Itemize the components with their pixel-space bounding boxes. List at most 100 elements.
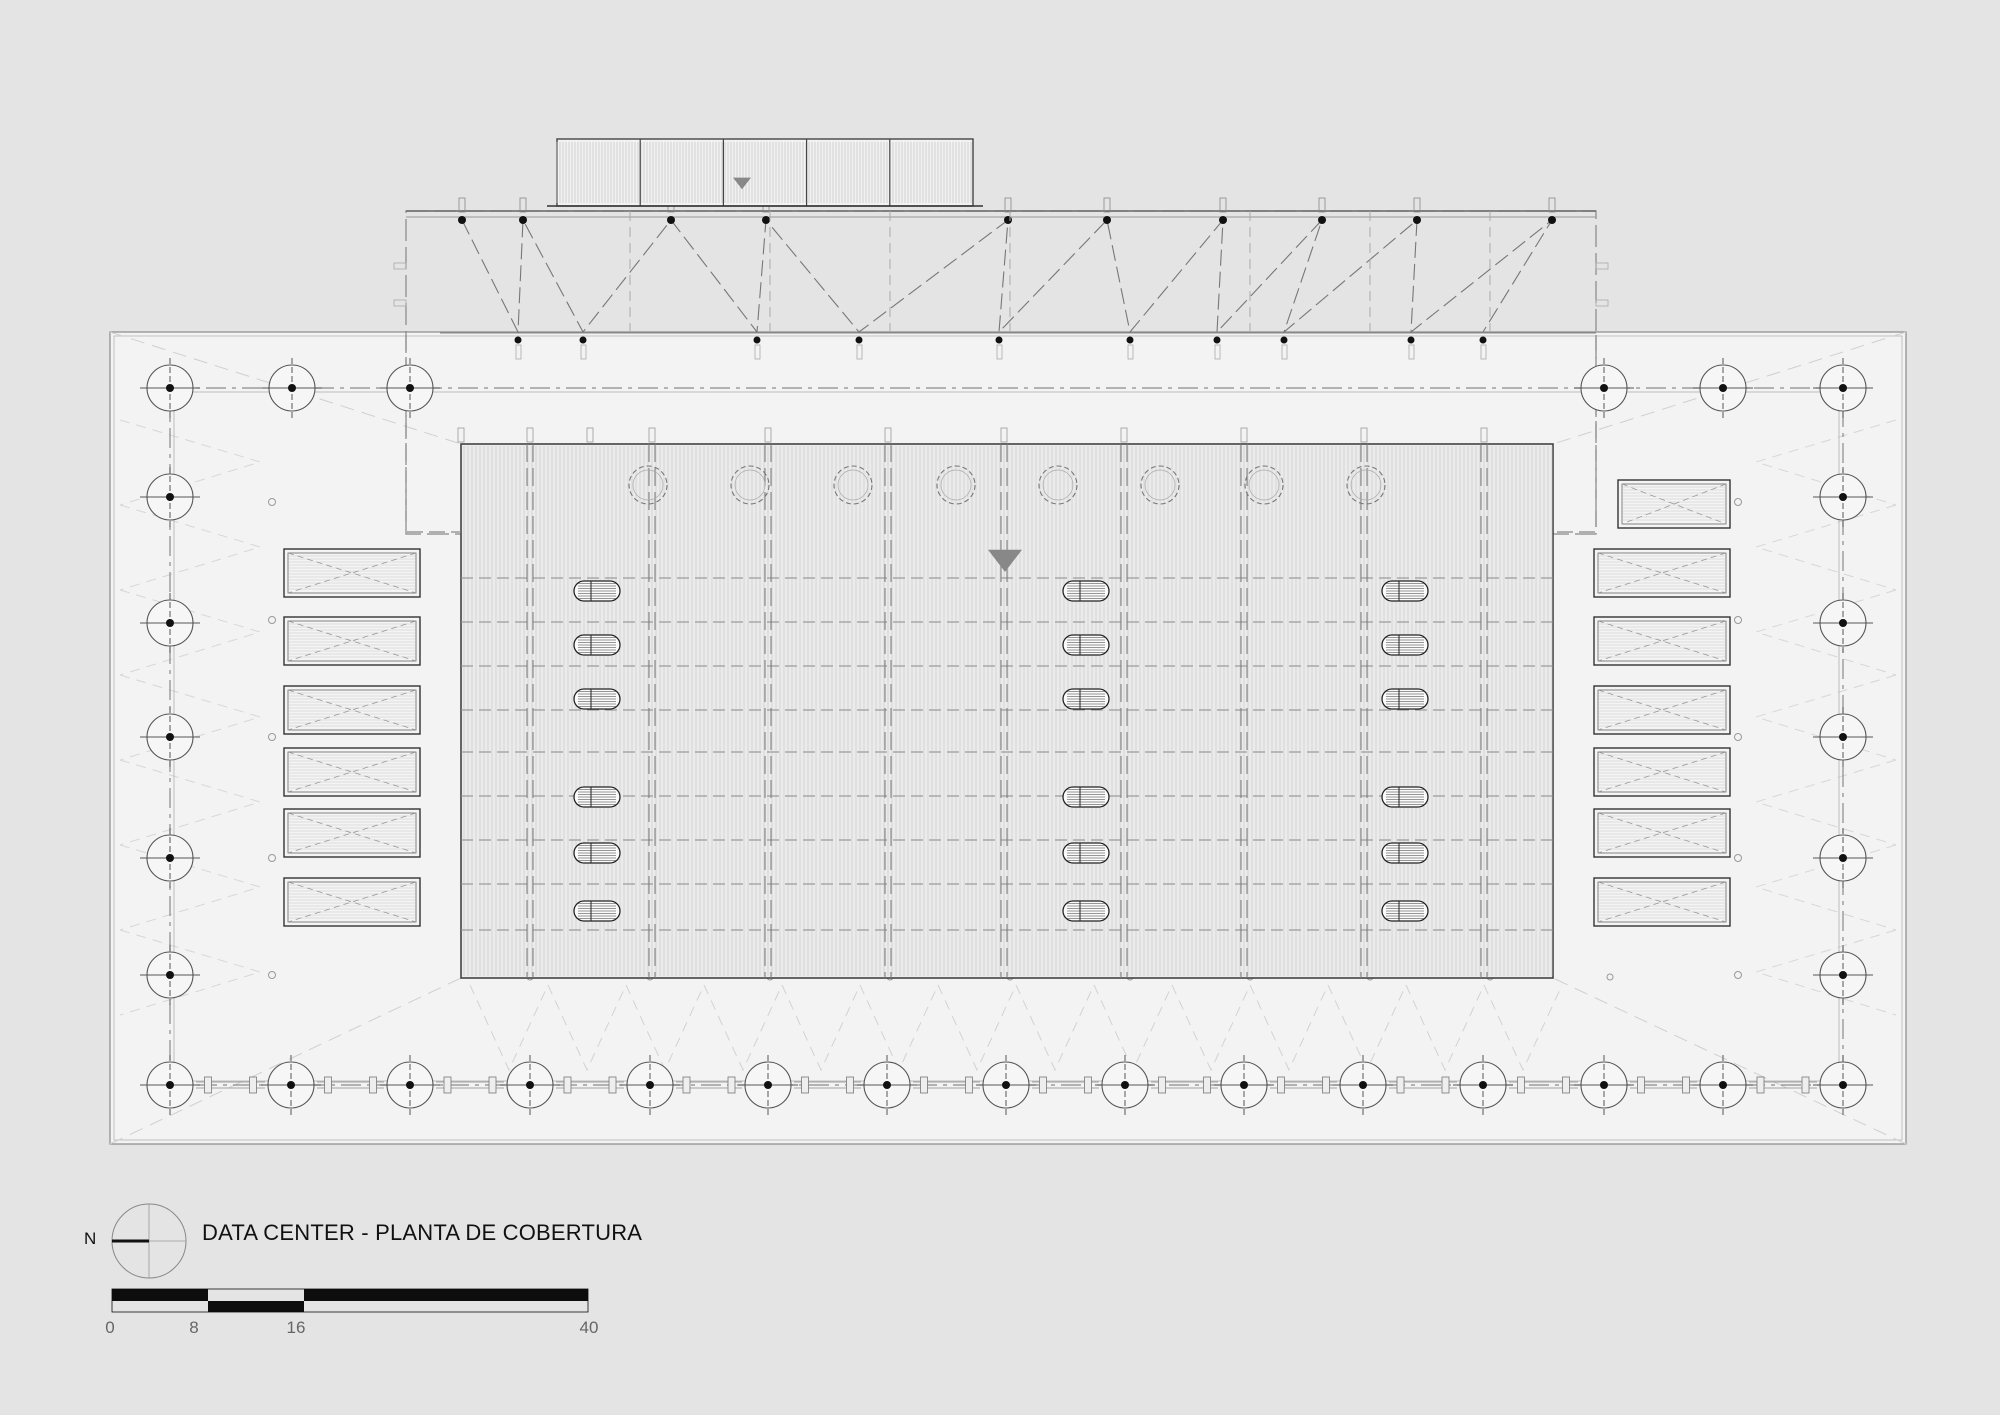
scale-label-40: 40 (579, 1318, 599, 1337)
truss-node (1407, 336, 1415, 344)
column-icon (857, 1055, 917, 1115)
skylight-icon (283, 685, 421, 735)
post-tick (1103, 197, 1111, 213)
post-tick (1318, 197, 1326, 213)
column-icon (380, 1055, 440, 1115)
column-dot (287, 1081, 295, 1089)
ac-unit-icon (1381, 900, 1429, 922)
skylight-diag (1597, 812, 1727, 854)
column-dot (883, 1081, 891, 1089)
column-icon (1095, 1055, 1155, 1115)
column-icon (1813, 1055, 1873, 1115)
roof-post (1480, 427, 1488, 443)
circular-vents (628, 465, 1386, 505)
truss-node (667, 216, 675, 224)
drain-icon (268, 733, 276, 741)
slab-inner-edge (113, 335, 1903, 1141)
north-canopy-truss (393, 197, 1609, 535)
column-dot (1240, 1081, 1248, 1089)
side-tick (1595, 299, 1609, 307)
skylight-icon (1593, 747, 1731, 797)
ac-unit-icon (573, 688, 621, 710)
post-tick (1281, 344, 1288, 360)
truss-node (1548, 216, 1556, 224)
post-tick (580, 344, 587, 360)
scale-bar-segment (208, 1301, 304, 1312)
skylight-inner (287, 812, 417, 854)
column-icon (976, 1055, 1036, 1115)
drain-icon (1734, 854, 1742, 862)
truss-node (855, 336, 863, 344)
column-dot (1839, 1081, 1847, 1089)
tie-bracket (1158, 1076, 1166, 1094)
skylight-diag (287, 620, 417, 662)
skylight-inner (1597, 689, 1727, 731)
tie-bracket (249, 1076, 257, 1094)
column-dot (166, 493, 174, 501)
ac-unit-icon (573, 580, 621, 602)
column-icon (140, 707, 200, 767)
ac-unit-icon (573, 786, 621, 808)
ac-unit-icon (1381, 580, 1429, 602)
side-tick (1595, 262, 1609, 270)
column-icon (140, 358, 200, 418)
skylight-diag (1597, 881, 1727, 923)
column-icon (1813, 358, 1873, 418)
skylight-diag (287, 881, 417, 923)
scale-label-16: 16 (286, 1318, 306, 1337)
truss-node (1219, 216, 1227, 224)
vent-inner (1350, 469, 1382, 501)
skylight-inner (287, 881, 417, 923)
post-tick (1127, 344, 1134, 360)
skylight-icon (1593, 548, 1731, 598)
drain-icon (1734, 498, 1742, 506)
column-icon (380, 358, 440, 418)
column-icon (1574, 1055, 1634, 1115)
drain-icon (268, 971, 276, 979)
vent-icon (1038, 465, 1078, 505)
vent-inner (1144, 469, 1176, 501)
slope-line (1754, 504, 1897, 591)
truss-node (1318, 216, 1326, 224)
truss-node (1280, 336, 1288, 344)
ac-unit-icon (1062, 688, 1110, 710)
ac-unit-icon (1062, 580, 1110, 602)
post-tick (754, 344, 761, 360)
drain-icon (268, 854, 276, 862)
vent-icon (936, 465, 976, 505)
column-dot (764, 1081, 772, 1089)
truss-node (579, 336, 587, 344)
skylight-diag (1597, 812, 1727, 854)
post-tick (1480, 344, 1487, 360)
post-tick (1004, 197, 1012, 213)
roof-post (1240, 427, 1248, 443)
drawing-title: DATA CENTER - PLANTA DE COBERTURA (202, 1220, 643, 1245)
slope-line (703, 984, 783, 1072)
tie-bracket (682, 1076, 691, 1094)
canopy-projection (1553, 335, 1597, 533)
skylight-diag (287, 552, 417, 594)
vent-inner (734, 469, 766, 501)
roof-post (1360, 427, 1368, 443)
drain-icon (1734, 733, 1742, 741)
north-equipment-unit (547, 138, 983, 207)
side-skylights (283, 479, 1731, 927)
skylight-icon (1593, 685, 1731, 735)
tie-bracket (1562, 1076, 1570, 1094)
tie-bracket (965, 1076, 973, 1094)
skylight-diag (1597, 689, 1727, 731)
scale-bar-segment (112, 1289, 208, 1301)
vent-inner (632, 469, 664, 501)
column-dot (166, 1081, 174, 1089)
skylight-diag (1597, 552, 1727, 594)
tie-bracket (488, 1076, 497, 1094)
column-dot (166, 854, 174, 862)
vent-icon (833, 465, 873, 505)
truss-node (458, 216, 466, 224)
slope-line (1405, 984, 1485, 1072)
skylight-icon (283, 616, 421, 666)
truss-node (514, 336, 522, 344)
vent-icon (730, 465, 770, 505)
slope-line (1249, 984, 1329, 1072)
column-dot (1600, 1081, 1608, 1089)
